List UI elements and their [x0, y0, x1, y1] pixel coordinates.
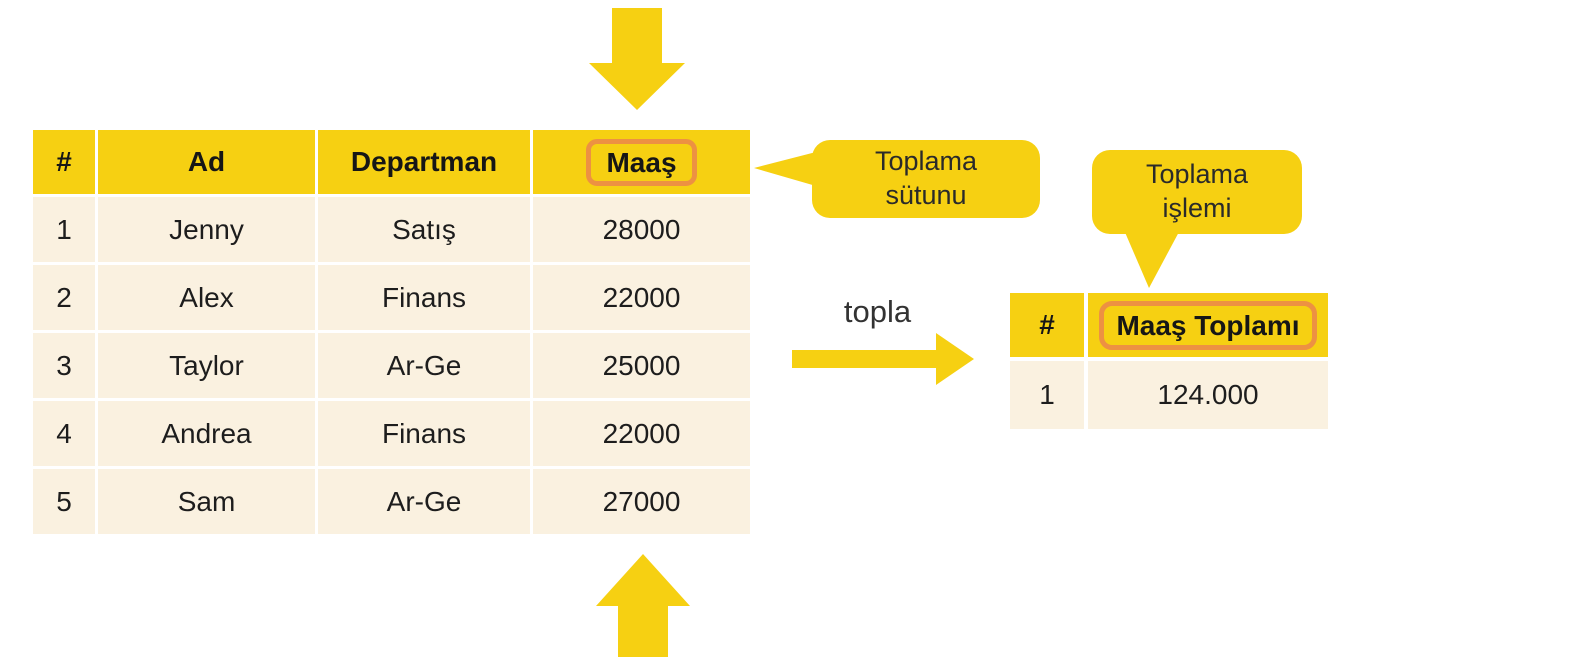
- table-cell: 5: [33, 469, 95, 534]
- table-cell: 27000: [533, 469, 750, 534]
- source-table: # Ad Departman Maaş 1 Jenny Satış 28000 …: [33, 130, 750, 534]
- table-cell: Taylor: [98, 333, 315, 398]
- table-cell: Satış: [318, 197, 530, 262]
- table-cell: 22000: [533, 401, 750, 466]
- callout-operation-label: Toplama işlemi: [1145, 159, 1249, 223]
- result-table: # Maaş Toplamı 1 124.000: [1010, 293, 1328, 429]
- table-cell: 28000: [533, 197, 750, 262]
- down-block-arrow-icon: [589, 8, 685, 110]
- table-cell: 2: [33, 265, 95, 330]
- table-cell: Ar-Ge: [318, 333, 530, 398]
- highlight-box-maas-toplami: Maaş Toplamı: [1099, 300, 1317, 350]
- column-header-departman: Departman: [318, 130, 530, 194]
- table-cell: 25000: [533, 333, 750, 398]
- table-cell: 22000: [533, 265, 750, 330]
- table-cell: 3: [33, 333, 95, 398]
- table-cell: 1: [33, 197, 95, 262]
- callout-operation: Toplama işlemi: [1092, 150, 1302, 234]
- table-cell: 124.000: [1088, 361, 1328, 429]
- operation-label: topla: [843, 294, 912, 329]
- right-arrow-icon: [792, 333, 974, 385]
- column-header-maas-label: Maaş: [606, 146, 677, 178]
- table-cell: Jenny: [98, 197, 315, 262]
- table-cell: Finans: [318, 265, 530, 330]
- callout-tail-left-icon: [754, 152, 816, 186]
- callout-column-label: Toplama sütunu: [874, 146, 978, 210]
- column-header-ad: Ad: [98, 130, 315, 194]
- table-cell: Alex: [98, 265, 315, 330]
- callout-tail-down-icon: [1124, 230, 1180, 288]
- table-cell: Ar-Ge: [318, 469, 530, 534]
- table-cell: Sam: [98, 469, 315, 534]
- result-column-header-index: #: [1010, 293, 1084, 357]
- table-cell: Finans: [318, 401, 530, 466]
- table-cell: 1: [1010, 361, 1084, 429]
- callout-column: Toplama sütunu: [812, 140, 1040, 218]
- column-header-index: #: [33, 130, 95, 194]
- result-column-header-maas-toplami: Maaş Toplamı: [1088, 293, 1328, 357]
- column-header-maas: Maaş: [533, 130, 750, 194]
- table-cell: 4: [33, 401, 95, 466]
- result-column-header-label: Maaş Toplamı: [1116, 309, 1300, 341]
- up-block-arrow-icon: [596, 554, 690, 657]
- table-cell: Andrea: [98, 401, 315, 466]
- highlight-box-maas: Maaş: [586, 138, 697, 186]
